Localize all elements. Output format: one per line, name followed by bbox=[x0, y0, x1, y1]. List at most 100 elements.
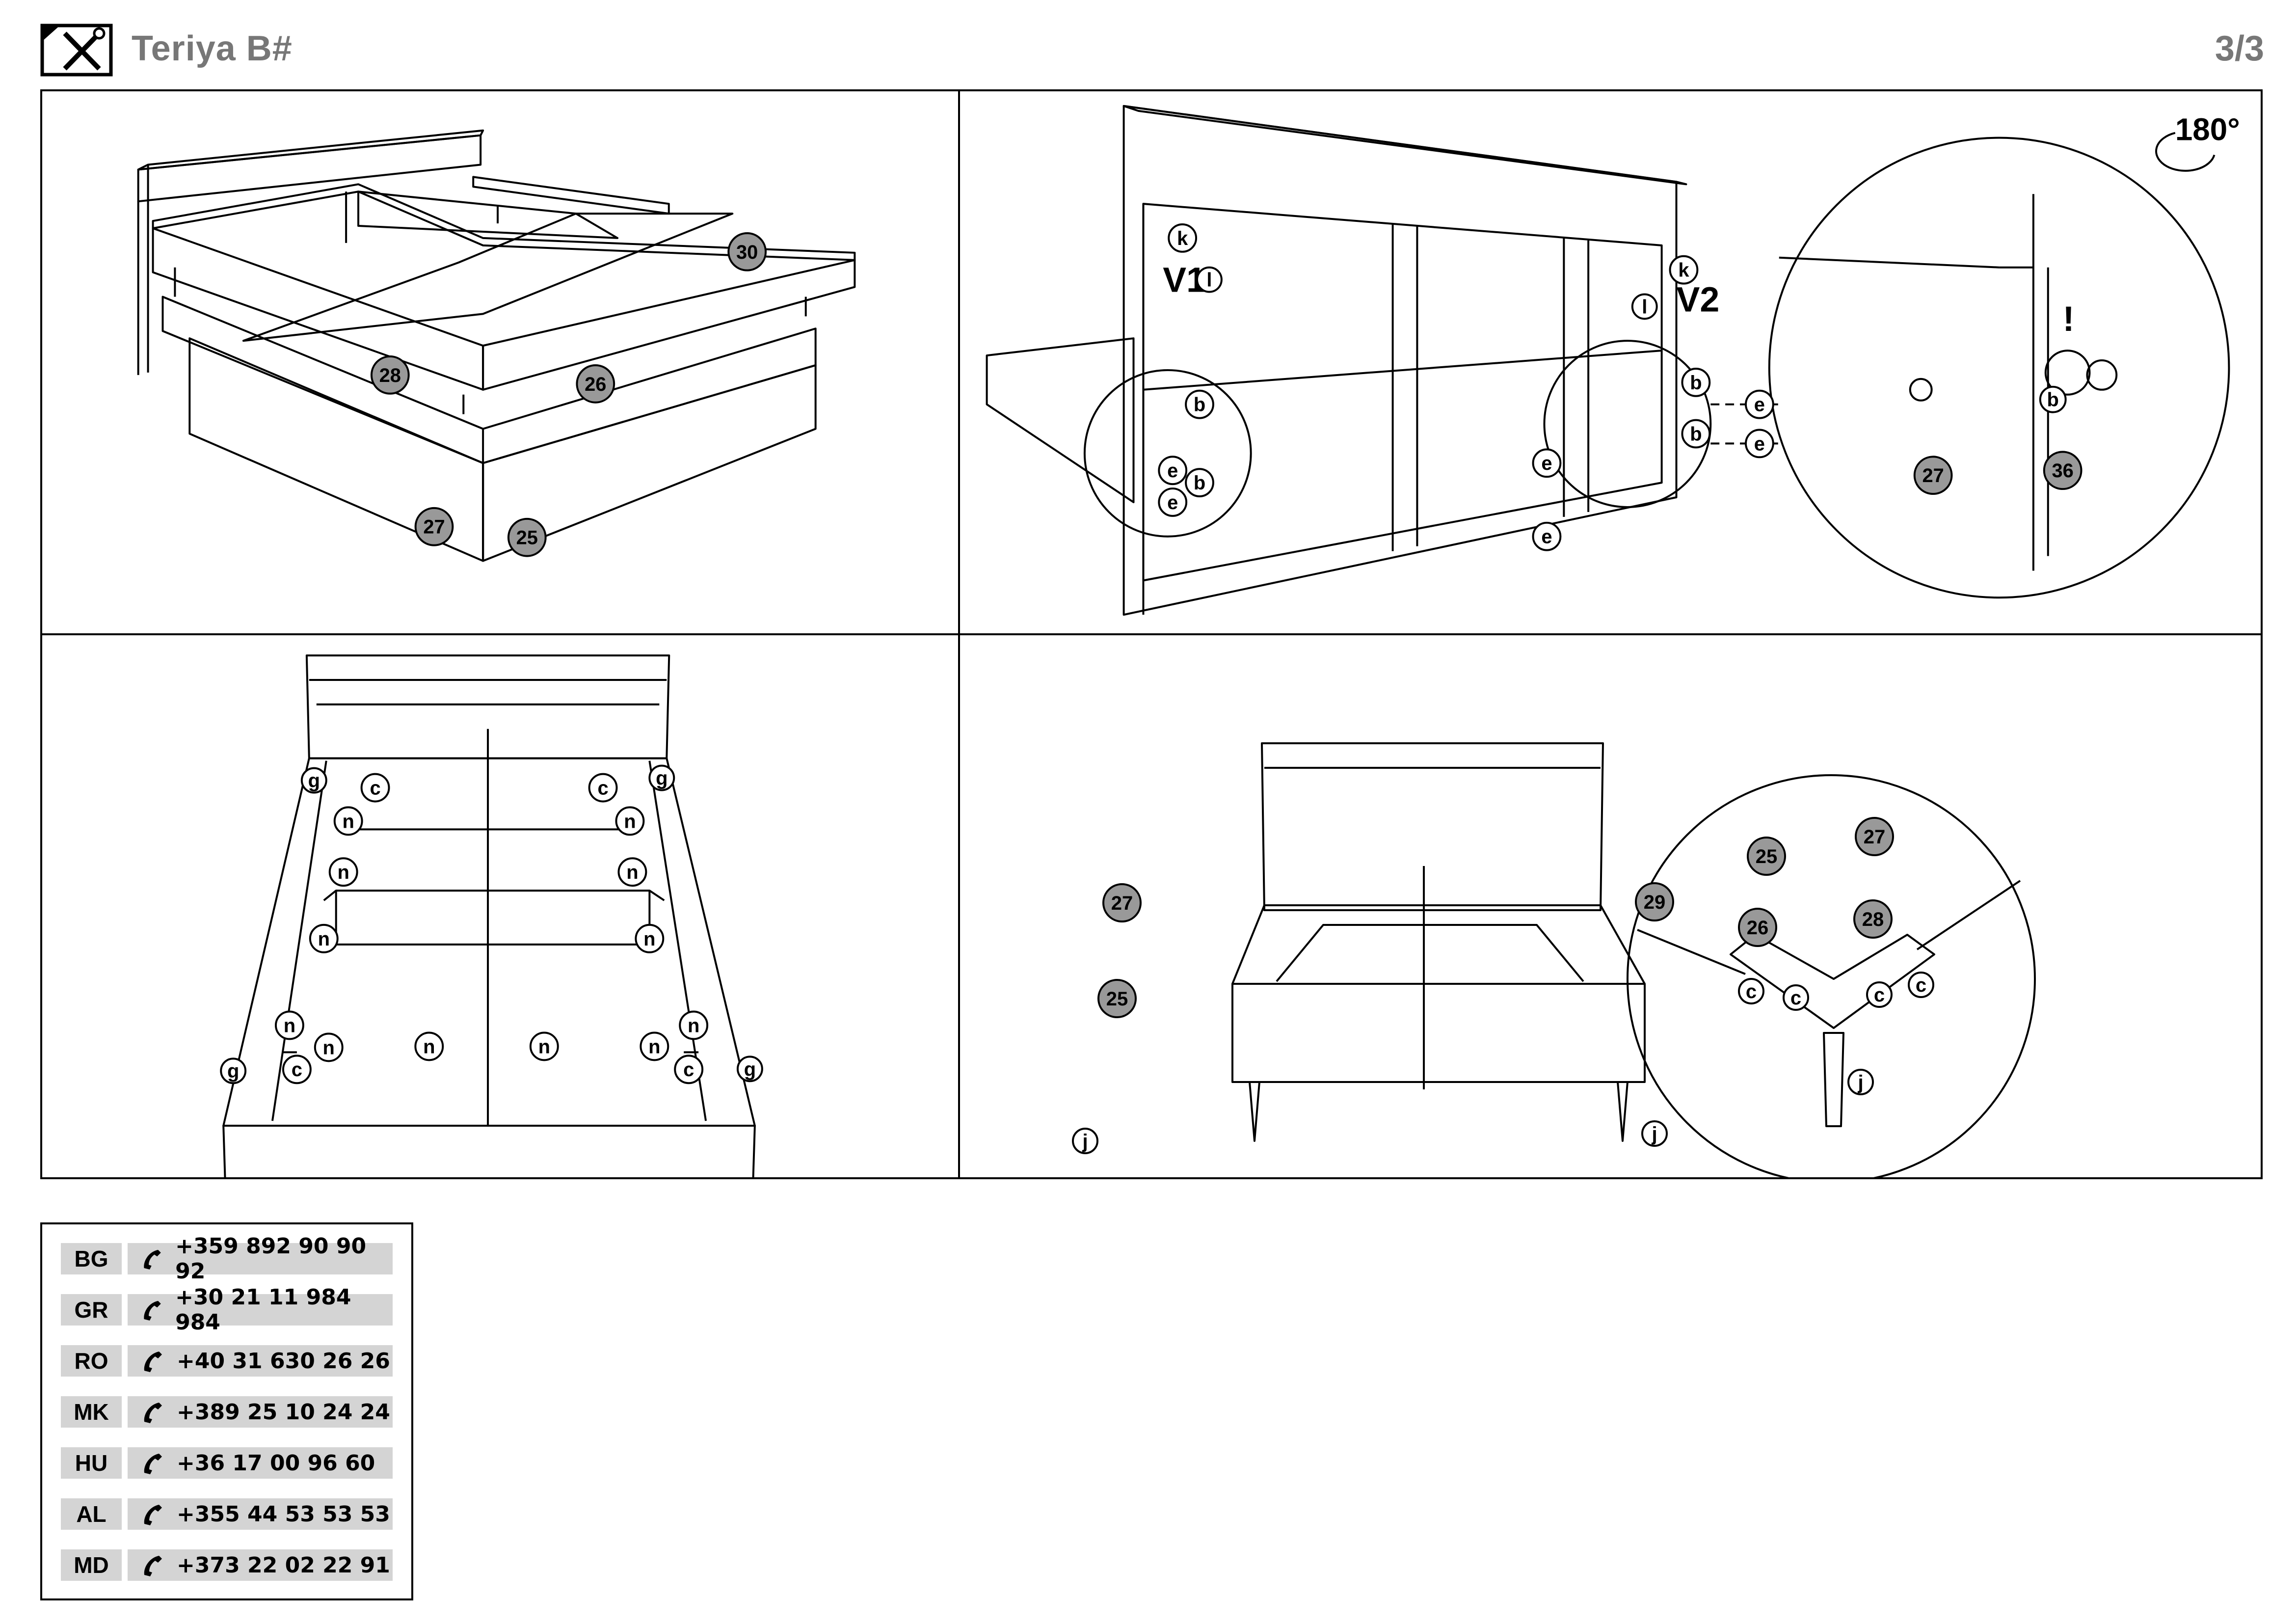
fitting-label-n: n bbox=[624, 811, 636, 832]
fitting-label-b: b bbox=[1194, 394, 1205, 416]
phone-number: +355 44 53 53 53 bbox=[177, 1501, 390, 1527]
step-panel-3: g g c c n n n n n n n n n n n n c c g g bbox=[42, 635, 960, 1177]
fitting-label-e: e bbox=[1754, 394, 1765, 416]
phone-cell: +373 22 02 22 91 bbox=[128, 1549, 393, 1581]
fitting-label-c: c bbox=[1790, 987, 1801, 1009]
warning-mark: ! bbox=[2063, 299, 2075, 339]
phone-number: +40 31 630 26 26 bbox=[177, 1348, 390, 1374]
fitting-label-l: l bbox=[1642, 296, 1647, 318]
fitting-label-c: c bbox=[683, 1059, 694, 1081]
phone-cell: +36 17 00 96 60 bbox=[128, 1447, 393, 1479]
phone-number: +30 21 11 984 984 bbox=[175, 1285, 351, 1335]
country-code: MK bbox=[61, 1396, 122, 1428]
variant-label-v2: V2 bbox=[1677, 280, 1720, 319]
fitting-label-g: g bbox=[744, 1058, 756, 1080]
fitting-label-n: n bbox=[318, 928, 330, 950]
fitting-label-g: g bbox=[227, 1060, 239, 1082]
instruction-grid: 30 28 26 27 25 bbox=[40, 89, 2263, 1179]
phone-icon bbox=[144, 1249, 161, 1270]
phone-number: +359 892 90 90 92 bbox=[175, 1234, 367, 1284]
part-label: 26 bbox=[585, 374, 606, 395]
page-title: Teriya B# bbox=[132, 29, 293, 68]
phone-number: +389 25 10 24 24 bbox=[177, 1399, 390, 1425]
contact-row: GR +30 21 11 984 984 bbox=[61, 1285, 393, 1335]
contact-row: AL +355 44 53 53 53 bbox=[61, 1498, 393, 1530]
fitting-label-c: c bbox=[1916, 974, 1926, 996]
fitting-label-e: e bbox=[1541, 526, 1552, 548]
bed-frame-top-view-illustration: g g c c n n n n n n n n n n n n c c g g bbox=[220, 654, 763, 1177]
phone-icon bbox=[144, 1403, 162, 1423]
fitting-label-e: e bbox=[1167, 492, 1178, 514]
fitting-label-j: j bbox=[1082, 1131, 1088, 1152]
support-contacts-table: BG +359 892 90 90 92 GR +30 21 11 984 98… bbox=[40, 1222, 413, 1600]
fitting-label-l: l bbox=[1206, 270, 1212, 291]
country-code: BG bbox=[61, 1243, 122, 1274]
fitting-label-n: n bbox=[648, 1036, 660, 1057]
part-label: 25 bbox=[1756, 846, 1778, 867]
fitting-label-g: g bbox=[308, 770, 320, 792]
fitting-label-e: e bbox=[1754, 433, 1765, 455]
phone-icon bbox=[144, 1352, 162, 1372]
part-label: 36 bbox=[2052, 460, 2073, 482]
tools-icon bbox=[40, 24, 113, 77]
phone-number: +373 22 02 22 91 bbox=[177, 1552, 390, 1578]
fitting-label-k: k bbox=[1678, 260, 1689, 281]
fitting-label-c: c bbox=[1746, 981, 1757, 1002]
fitting-label-k: k bbox=[1177, 228, 1188, 249]
fitting-label-e: e bbox=[1167, 460, 1178, 482]
phone-cell: +40 31 630 26 26 bbox=[128, 1345, 393, 1377]
fitting-label-b: b bbox=[1690, 423, 1702, 445]
fitting-label-b: b bbox=[1194, 472, 1205, 494]
page-number: 3/3 bbox=[2215, 29, 2264, 68]
step-panel-1: 30 28 26 27 25 bbox=[42, 91, 960, 635]
cam-lock-detail-illustration: V1 V2 ! 180° bbox=[986, 105, 2240, 616]
fitting-label-j: j bbox=[1651, 1123, 1657, 1145]
contact-row: RO +40 31 630 26 26 bbox=[61, 1345, 393, 1377]
fitting-label-c: c bbox=[292, 1059, 302, 1081]
part-label: 27 bbox=[1111, 893, 1133, 914]
part-label: 25 bbox=[1106, 988, 1128, 1010]
part-label: 28 bbox=[1862, 909, 1884, 930]
country-code: HU bbox=[61, 1447, 122, 1479]
part-label: 27 bbox=[423, 516, 445, 538]
contact-row: BG +359 892 90 90 92 bbox=[61, 1234, 393, 1284]
country-code: RO bbox=[61, 1345, 122, 1377]
part-label: 29 bbox=[1644, 892, 1666, 913]
contact-row: MD +373 22 02 22 91 bbox=[61, 1549, 393, 1581]
fitting-label-g: g bbox=[656, 768, 667, 789]
fitting-label-n: n bbox=[626, 862, 638, 883]
phone-icon bbox=[144, 1556, 162, 1576]
phone-icon bbox=[144, 1300, 161, 1321]
country-code: GR bbox=[61, 1294, 122, 1326]
phone-cell: +389 25 10 24 24 bbox=[128, 1396, 393, 1428]
part-label: 26 bbox=[1747, 917, 1769, 939]
fitting-label-n: n bbox=[643, 928, 655, 950]
phone-number: +36 17 00 96 60 bbox=[177, 1450, 375, 1476]
fitting-label-n: n bbox=[284, 1015, 295, 1036]
fitting-label-c: c bbox=[370, 777, 380, 799]
fitting-label-n: n bbox=[337, 862, 349, 883]
phone-cell: +30 21 11 984 984 bbox=[128, 1285, 393, 1335]
fitting-label-c: c bbox=[597, 777, 608, 799]
fitting-label-n: n bbox=[688, 1015, 699, 1036]
phone-icon bbox=[144, 1505, 162, 1525]
phone-icon bbox=[144, 1454, 162, 1474]
fitting-label-c: c bbox=[1874, 984, 1885, 1006]
rotation-label: 180° bbox=[2175, 112, 2240, 147]
fitting-label-e: e bbox=[1541, 453, 1552, 474]
fitting-label-b: b bbox=[2047, 389, 2059, 411]
fitting-label-j: j bbox=[1857, 1072, 1863, 1093]
part-label: 28 bbox=[379, 365, 401, 386]
part-label: 27 bbox=[1864, 826, 1886, 848]
contact-row: HU +36 17 00 96 60 bbox=[61, 1447, 393, 1479]
bed-legs-illustration: 27 29 25 25 27 26 28 c c c c j j j bbox=[1072, 742, 2036, 1177]
contact-row: MK +389 25 10 24 24 bbox=[61, 1396, 393, 1428]
country-code: MD bbox=[61, 1549, 122, 1581]
step-panel-2: V1 V2 ! 180° bbox=[960, 91, 2261, 635]
fitting-label-n: n bbox=[342, 811, 354, 832]
fitting-label-n: n bbox=[423, 1036, 435, 1057]
phone-cell: +359 892 90 90 92 bbox=[128, 1234, 393, 1284]
part-label: 25 bbox=[516, 527, 538, 549]
step-panel-4: 27 29 25 25 27 26 28 c c c c j j j bbox=[960, 635, 2261, 1177]
fitting-label-b: b bbox=[1690, 372, 1702, 394]
